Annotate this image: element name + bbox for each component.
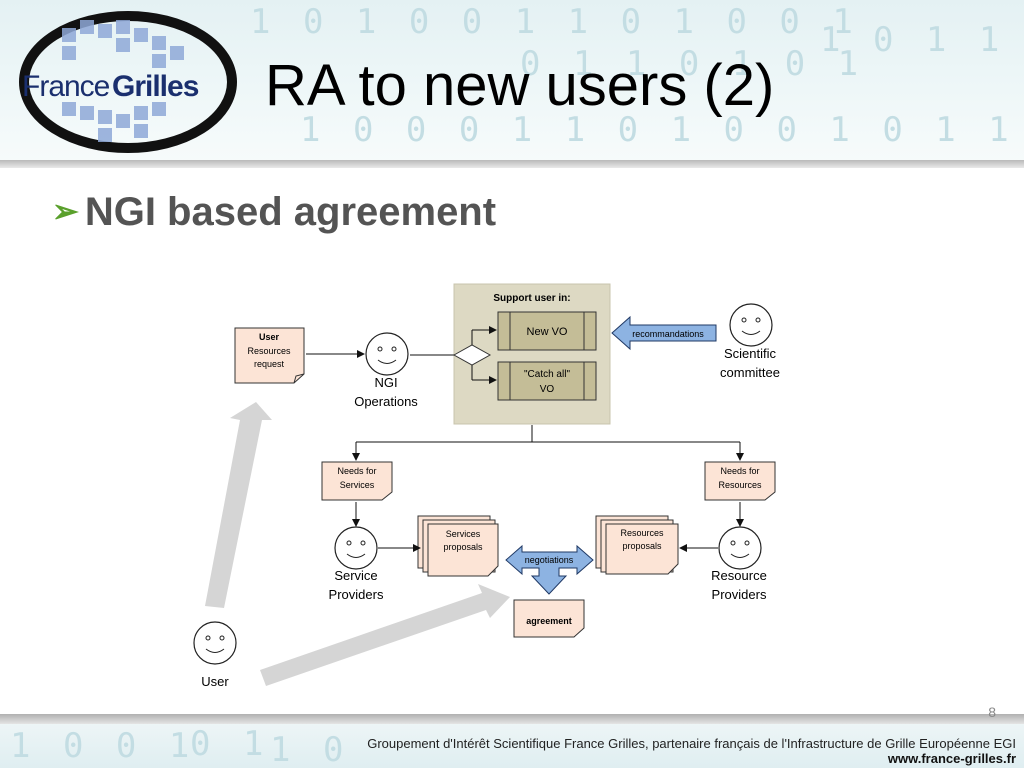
background-digits: 1 0 0 0 1 1 0 1 0 0 1 0 1 1 bbox=[300, 110, 1015, 150]
user-req-user: User bbox=[259, 332, 280, 342]
background-digits: 1 0 0 1 bbox=[10, 726, 196, 766]
services-proposals-doc: Services proposals bbox=[417, 515, 499, 577]
footer-text: Groupement d'Intérêt Scientifique France… bbox=[367, 736, 1016, 751]
footer-divider bbox=[0, 714, 1024, 724]
service-providers-label: Providers bbox=[329, 587, 384, 602]
user-req-resources: Resources bbox=[247, 346, 291, 356]
ngi-label: NGI bbox=[374, 375, 397, 390]
committee-label: committee bbox=[720, 365, 780, 380]
negotiations-label: negotiations bbox=[525, 555, 574, 565]
services-proposals-l1: Services bbox=[446, 529, 481, 539]
user-icon bbox=[193, 621, 237, 665]
agreement-doc: agreement bbox=[513, 599, 585, 638]
header-band: 1 0 1 0 0 1 1 0 1 0 0 1 0 1 1 0 1 0 1 1 … bbox=[0, 0, 1024, 162]
needs-for-services-doc: Needs for Services bbox=[321, 461, 393, 501]
support-title: Support user in: bbox=[493, 293, 570, 304]
catch-all-label: "Catch all" bbox=[524, 369, 570, 380]
user-to-request-arrow bbox=[205, 402, 272, 608]
service-label: Service bbox=[334, 568, 377, 583]
resource-label: Resource bbox=[711, 568, 767, 583]
scientific-label: Scientific bbox=[724, 346, 777, 361]
resources-proposals-doc: Resources proposals bbox=[595, 515, 679, 575]
slide-title: RA to new users (2) bbox=[265, 53, 775, 118]
resource-providers-label: Providers bbox=[712, 587, 767, 602]
footer-band: 1 0 0 1 0 1 1 0 bbox=[0, 724, 1024, 768]
negotiations-arrow: negotiations bbox=[505, 544, 594, 595]
service-providers-icon bbox=[334, 526, 378, 570]
france-grilles-logo: France Grilles bbox=[12, 6, 244, 156]
new-vo-box: New VO bbox=[497, 311, 597, 351]
bullet-arrow-icon: ➢ bbox=[52, 193, 79, 229]
header-divider bbox=[0, 160, 1024, 168]
resources-proposals-l2: proposals bbox=[622, 541, 662, 551]
logo-text-france: France bbox=[22, 70, 110, 103]
needs-services-l2: Services bbox=[340, 480, 375, 490]
background-digits: 0 1 1 0 1 0 1 bbox=[520, 44, 865, 84]
background-digits: 1 0 bbox=[270, 730, 350, 768]
footer-url[interactable]: www.france-grilles.fr bbox=[887, 751, 1016, 766]
user-resources-request-doc: User Resources request bbox=[234, 327, 305, 384]
logo-text-grilles: Grilles bbox=[112, 70, 199, 103]
bullet-item: ➢NGI based agreement bbox=[52, 190, 496, 235]
catch-all-vo-box: "Catch all" VO bbox=[497, 361, 597, 401]
ngi-operations-icon bbox=[365, 332, 409, 376]
agreement-label: agreement bbox=[526, 616, 572, 626]
needs-services-l1: Needs for bbox=[337, 466, 376, 476]
page-number: 8 bbox=[988, 704, 996, 720]
background-digits: 1 0 1 0 0 1 1 0 1 0 0 1 bbox=[250, 2, 859, 42]
new-vo-label: New VO bbox=[527, 326, 568, 338]
bullet-text: NGI based agreement bbox=[84, 190, 497, 234]
background-digits: 1 0 1 1 bbox=[820, 20, 1006, 60]
recommandations-arrow: recommandations bbox=[611, 315, 717, 351]
services-proposals-l2: proposals bbox=[443, 542, 483, 552]
background-digits: 0 1 bbox=[190, 724, 270, 764]
operations-label: Operations bbox=[354, 394, 418, 409]
decision-diamond bbox=[452, 344, 492, 366]
needs-resources-l1: Needs for bbox=[720, 466, 759, 476]
needs-resources-l2: Resources bbox=[718, 480, 762, 490]
scientific-committee-icon bbox=[729, 303, 773, 347]
resources-proposals-l1: Resources bbox=[620, 528, 664, 538]
needs-for-resources-doc: Needs for Resources bbox=[704, 461, 776, 501]
recommandations-label: recommandations bbox=[632, 329, 704, 339]
user-req-request: request bbox=[254, 359, 285, 369]
user-to-agreement-arrow bbox=[260, 584, 510, 686]
resource-providers-icon bbox=[718, 526, 762, 570]
catch-all-label-vo: VO bbox=[540, 384, 555, 395]
user-label: User bbox=[201, 674, 229, 689]
